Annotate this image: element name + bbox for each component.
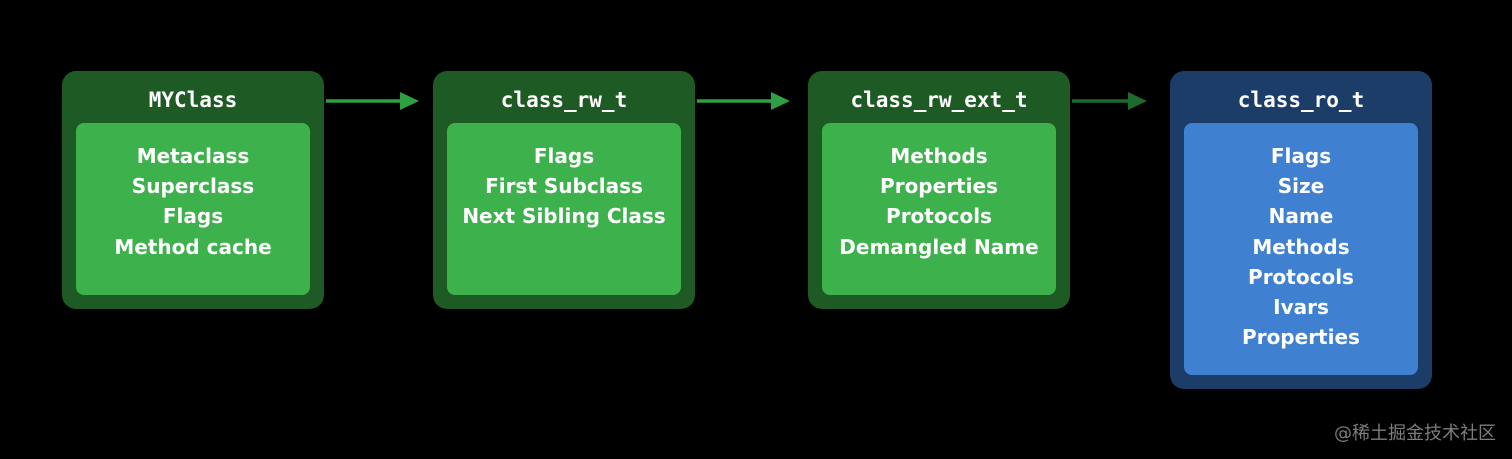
field-methods: Methods: [890, 144, 988, 168]
class-rw-t-title: class_rw_t: [500, 88, 628, 112]
field-flags: Flags: [1270, 144, 1332, 168]
class-rw-t-fields: Flags First Subclass Next Sibling Class: [447, 123, 681, 295]
field-method-cache: Method cache: [114, 234, 272, 259]
field-superclass: Superclass: [131, 174, 255, 199]
field-properties: Properties: [1242, 325, 1360, 350]
watermark-text: @稀土掘金技术社区: [1334, 423, 1496, 444]
myclass-box: MYClass Metaclass Superclass Flags Metho…: [62, 71, 324, 309]
field-size: Size: [1277, 174, 1325, 199]
class-ro-t-title: class_ro_t: [1237, 88, 1365, 112]
field-properties: Properties: [880, 174, 998, 199]
arrow-class-rw-ext-t-to-class-ro-t: [1072, 92, 1147, 110]
field-first-subclass: First Subclass: [485, 174, 643, 199]
field-metaclass: Metaclass: [136, 144, 250, 168]
field-next-sibling-class: Next Sibling Class: [462, 204, 666, 229]
field-flags: Flags: [162, 204, 224, 229]
field-flags: Flags: [533, 144, 595, 168]
myclass-title: MYClass: [148, 88, 238, 112]
arrow-head-icon: [771, 92, 790, 110]
field-ivars: Ivars: [1273, 295, 1329, 320]
field-methods: Methods: [1252, 234, 1350, 259]
class-ro-t-box: class_ro_t Flags Size Name Methods Proto…: [1170, 71, 1432, 389]
class-ro-t-fields: Flags Size Name Methods Protocols Ivars …: [1184, 123, 1418, 375]
class-rw-ext-t-box: class_rw_ext_t Methods Properties Protoc…: [808, 71, 1070, 309]
class-rw-t-box: class_rw_t Flags First Subclass Next Sib…: [433, 71, 695, 309]
class-rw-ext-t-fields: Methods Properties Protocols Demangled N…: [822, 123, 1056, 295]
class-rw-ext-t-title: class_rw_ext_t: [850, 88, 1028, 112]
arrow-head-icon: [400, 92, 419, 110]
arrow-class-rw-t-to-class-rw-ext-t: [697, 92, 790, 110]
field-protocols: Protocols: [886, 204, 992, 229]
field-protocols: Protocols: [1248, 264, 1354, 289]
arrow-head-icon: [1128, 92, 1147, 110]
field-demangled-name: Demangled Name: [839, 234, 1039, 259]
field-name: Name: [1268, 204, 1334, 229]
myclass-fields: Metaclass Superclass Flags Method cache: [76, 123, 310, 295]
arrow-myclass-to-class-rw-t: [326, 92, 419, 110]
